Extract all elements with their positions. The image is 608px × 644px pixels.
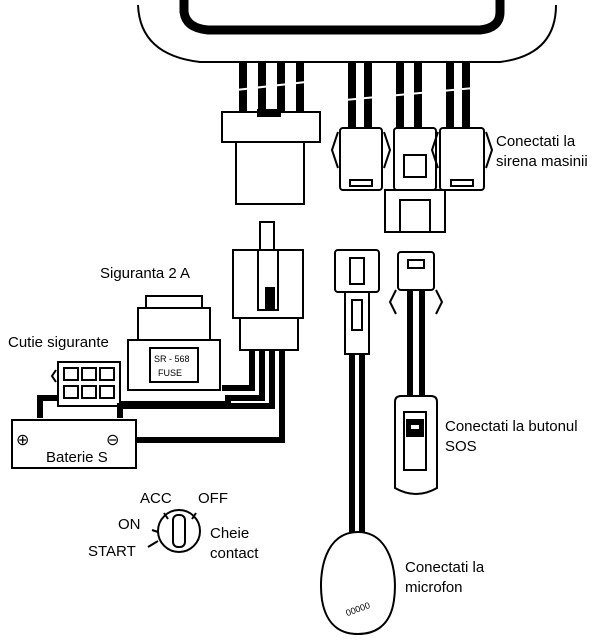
key-label-line1: Cheie <box>210 525 249 542</box>
fuse-box-label: Cutie sigurante <box>8 334 109 351</box>
sos-label-line1: Conectati la butonul <box>445 418 578 435</box>
wire-break-marks <box>235 81 475 101</box>
ignition-on-label: ON <box>118 516 141 533</box>
siren-label-line2: sirena masinii <box>496 153 588 170</box>
battery <box>11 419 137 469</box>
fuse-mark-top: SR - 568 <box>154 354 190 364</box>
siren-label-line1: Conectati la <box>496 133 576 150</box>
ignition-switch <box>147 509 201 553</box>
fuse-holder <box>127 295 221 391</box>
microphone-label-line1: Conectati la <box>405 559 485 576</box>
microphone <box>319 530 396 636</box>
ignition-acc-label: ACC <box>140 490 172 507</box>
fuse-box <box>50 361 121 407</box>
power-connector <box>221 109 321 205</box>
main-unit <box>137 0 557 63</box>
sos-connector <box>388 251 444 315</box>
sos-label-line2: SOS <box>445 438 477 455</box>
mating-power-connector <box>232 221 304 351</box>
fuse-mark-bottom: FUSE <box>158 368 182 378</box>
battery-plus-icon: ⊕ <box>16 432 29 449</box>
fuse-title-label: Siguranta 2 A <box>100 265 190 282</box>
microphone-cable <box>349 354 365 540</box>
ignition-start-label: START <box>88 543 136 560</box>
microphone-connector <box>334 249 380 355</box>
sos-button <box>394 395 438 495</box>
battery-label: Baterie S <box>46 449 108 466</box>
siren-connectors <box>330 127 494 233</box>
battery-minus-icon: ⊖ <box>106 432 119 449</box>
microphone-label-line2: microfon <box>405 579 463 596</box>
key-label-line2: contact <box>210 545 259 562</box>
sos-cable <box>407 290 425 398</box>
ignition-off-label: OFF <box>198 490 228 507</box>
